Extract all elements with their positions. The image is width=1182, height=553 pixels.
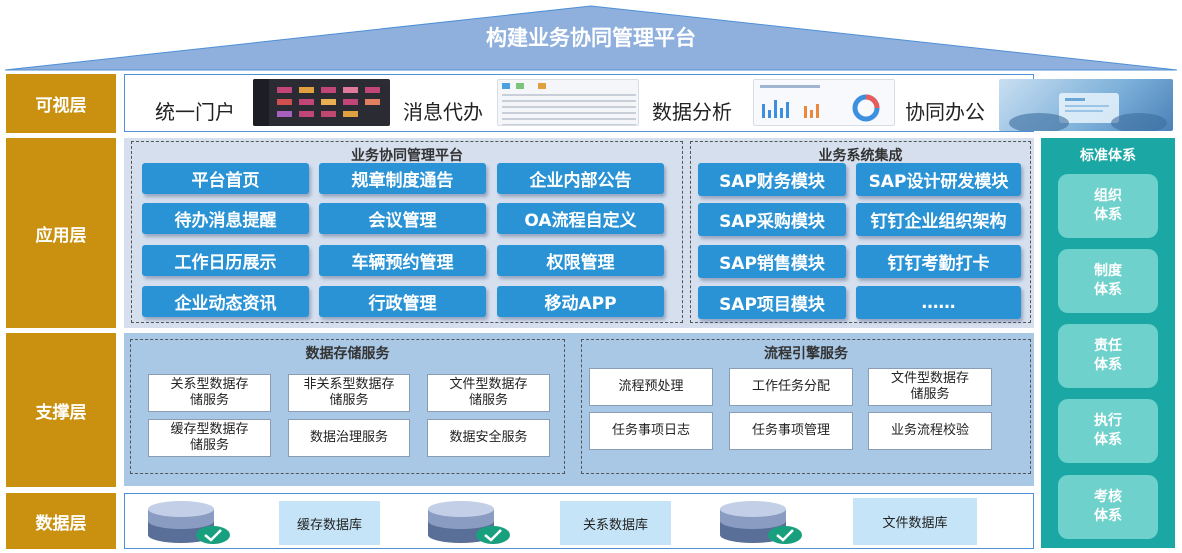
standard-organization-label: 组织体系	[1094, 188, 1122, 223]
storage-service-group	[130, 339, 565, 474]
visual-item-collaboration: 协同办公	[905, 100, 985, 124]
service-relational-storage-label: 关系型数据存储服务	[170, 377, 249, 408]
standards-title: 标准体系	[1080, 148, 1136, 164]
platform-title: 构建业务协同管理平台	[486, 26, 696, 50]
service-nonrelational-storage-label: 非关系型数据存储服务	[303, 377, 395, 408]
module-todo-reminder[interactable]: 待办消息提醒	[142, 203, 309, 234]
collaboration-photo	[999, 79, 1173, 131]
database-icon	[428, 501, 510, 544]
module-permission-management[interactable]: 权限管理	[497, 245, 664, 276]
module-meeting-management[interactable]: 会议管理	[319, 203, 486, 234]
support-layer-panel	[124, 333, 1034, 486]
module-dingtalk-attendance[interactable]: 钉钉考勤打卡	[856, 245, 1021, 278]
database-icon	[148, 501, 230, 544]
service-cache-storage-label: 缓存型数据存储服务	[170, 422, 249, 453]
service-file-storage-2[interactable]: 文件型数据存储服务	[868, 368, 992, 406]
service-task-management[interactable]: 任务事项管理	[729, 412, 853, 450]
service-process-validation[interactable]: 业务流程校验	[868, 412, 992, 450]
standard-assessment[interactable]: 考核体系	[1058, 475, 1158, 539]
standard-organization[interactable]: 组织体系	[1058, 174, 1158, 238]
service-file-storage-2-label: 文件型数据存储服务	[890, 371, 969, 402]
layer-label-support: 支撑层	[6, 333, 116, 487]
visual-item-portal: 统一门户	[155, 100, 235, 124]
db-cache[interactable]: 缓存数据库	[279, 501, 380, 545]
service-data-security[interactable]: 数据安全服务	[427, 419, 550, 457]
module-sap-sales[interactable]: SAP销售模块	[698, 245, 846, 278]
integration-module-group	[690, 141, 1031, 323]
service-nonrelational-storage[interactable]: 非关系型数据存储服务	[288, 374, 410, 412]
service-task-log[interactable]: 任务事项日志	[589, 412, 713, 450]
standard-regulation[interactable]: 制度体系	[1058, 249, 1158, 313]
roof-banner	[5, 5, 1177, 71]
service-relational-storage[interactable]: 关系型数据存储服务	[148, 374, 271, 412]
layer-label-data: 数据层	[6, 493, 116, 549]
standard-regulation-label: 制度体系	[1094, 263, 1122, 298]
message-screenshot	[497, 79, 639, 126]
service-process-preprocess[interactable]: 流程预处理	[589, 368, 713, 406]
analytics-screenshot	[753, 79, 895, 126]
standard-assessment-label: 考核体系	[1094, 489, 1122, 524]
db-relational[interactable]: 关系数据库	[560, 501, 671, 545]
module-more[interactable]: ……	[856, 286, 1021, 319]
layer-label-visual: 可视层	[6, 74, 116, 133]
module-regulation-notice[interactable]: 规章制度通告	[319, 163, 486, 194]
database-icon	[720, 501, 802, 544]
module-company-news[interactable]: 企业动态资讯	[142, 286, 309, 317]
module-mobile-app[interactable]: 移动APP	[497, 286, 664, 317]
standard-execution-label: 执行体系	[1094, 413, 1122, 448]
module-sap-procurement[interactable]: SAP采购模块	[698, 203, 846, 236]
service-data-governance[interactable]: 数据治理服务	[288, 419, 410, 457]
portal-screenshot	[253, 79, 390, 126]
standard-responsibility[interactable]: 责任体系	[1058, 324, 1158, 388]
module-administration[interactable]: 行政管理	[319, 286, 486, 317]
module-sap-rnd[interactable]: SAP设计研发模块	[856, 163, 1021, 196]
module-work-calendar[interactable]: 工作日历展示	[142, 245, 309, 276]
visual-item-analytics: 数据分析	[652, 100, 732, 124]
module-dingtalk-org[interactable]: 钉钉企业组织架构	[856, 203, 1021, 236]
module-sap-project[interactable]: SAP项目模块	[698, 286, 846, 319]
service-cache-storage[interactable]: 缓存型数据存储服务	[148, 419, 271, 457]
service-file-storage-label: 文件型数据存储服务	[449, 377, 528, 408]
platform-group-title: 业务协同管理平台	[351, 148, 463, 164]
process-group-title: 流程引擎服务	[764, 346, 848, 362]
service-file-storage[interactable]: 文件型数据存储服务	[427, 374, 550, 412]
storage-group-title: 数据存储服务	[305, 346, 390, 362]
integration-group-title: 业务系统集成	[818, 148, 903, 164]
module-platform-home[interactable]: 平台首页	[142, 163, 309, 194]
service-task-assignment[interactable]: 工作任务分配	[729, 368, 853, 406]
module-sap-finance[interactable]: SAP财务模块	[698, 163, 846, 196]
platform-module-group	[131, 141, 683, 323]
db-file[interactable]: 文件数据库	[853, 498, 977, 545]
module-internal-announcement[interactable]: 企业内部公告	[497, 163, 664, 194]
module-vehicle-booking[interactable]: 车辆预约管理	[319, 245, 486, 276]
standard-responsibility-label: 责任体系	[1094, 338, 1122, 373]
standard-execution[interactable]: 执行体系	[1058, 399, 1158, 463]
layer-label-application: 应用层	[6, 138, 116, 328]
visual-item-message: 消息代办	[403, 100, 483, 124]
module-oa-workflow[interactable]: OA流程自定义	[497, 203, 664, 234]
process-service-group	[581, 339, 1031, 474]
